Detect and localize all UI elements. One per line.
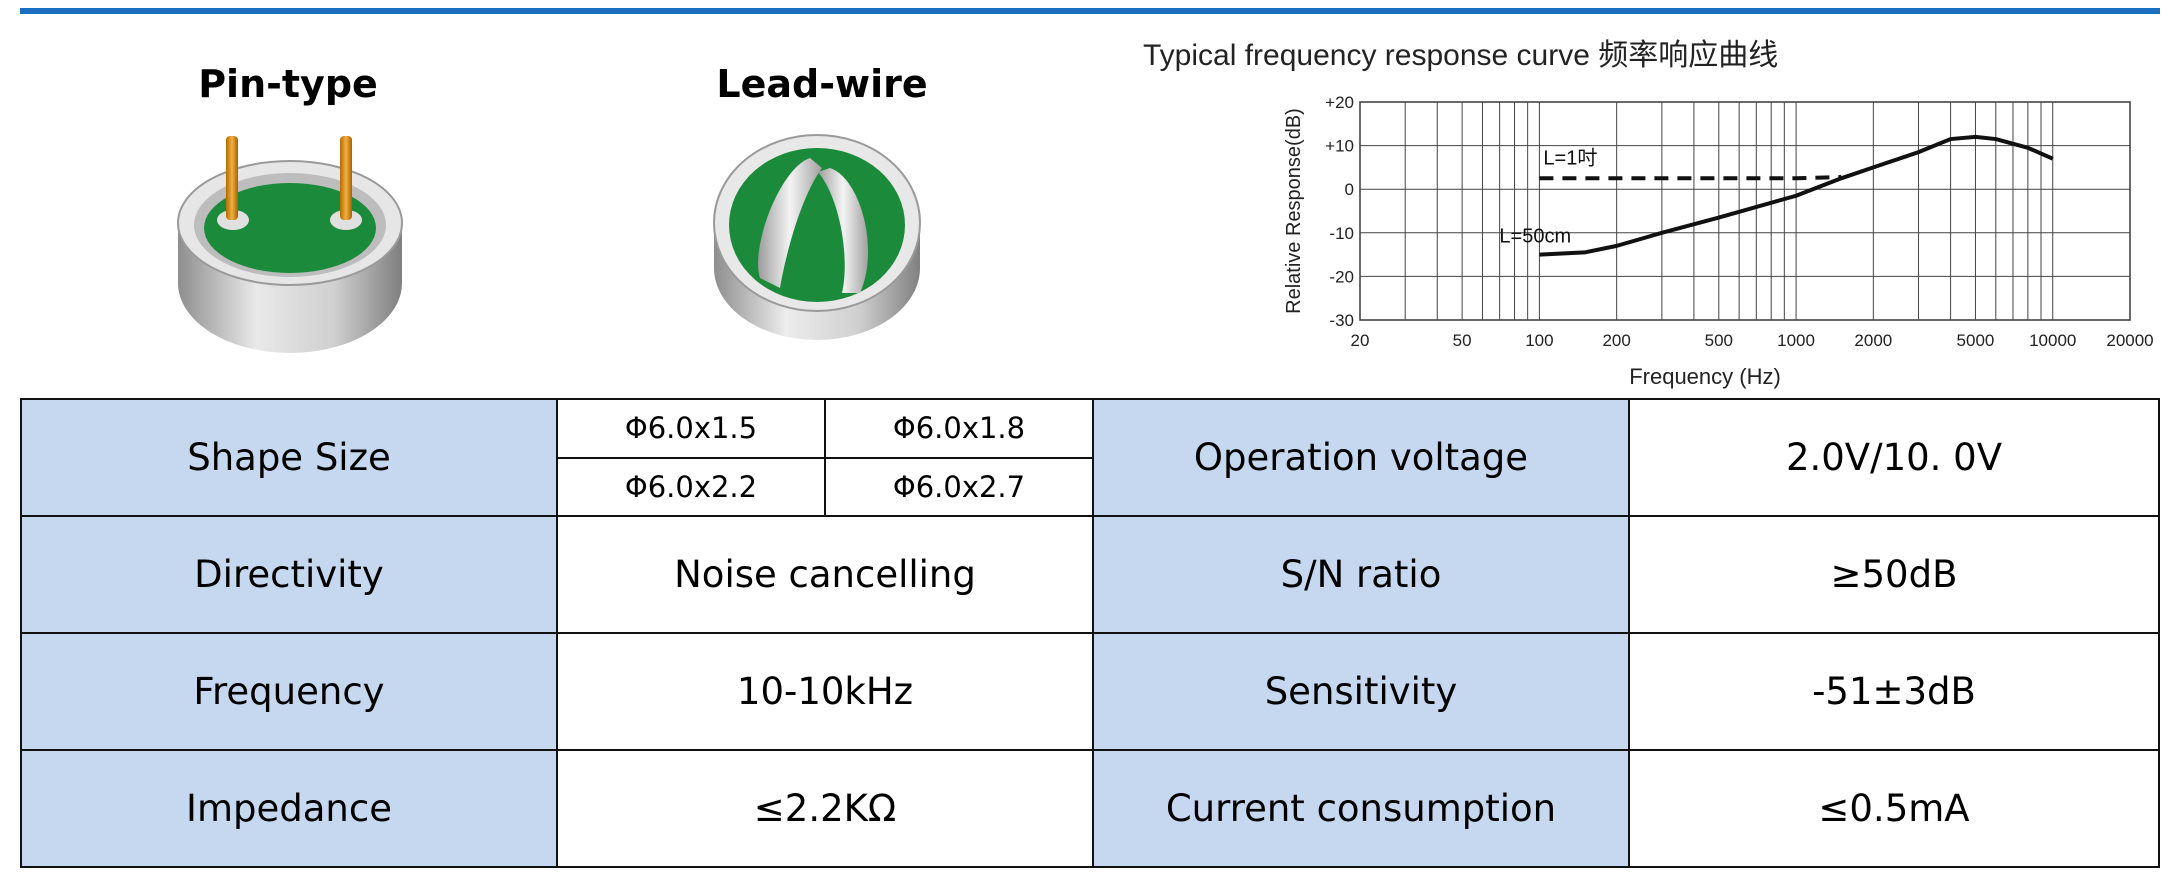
frequency-response-chart: 20 50 100 200 500 1000 2000 5000 10000 20000 +20 +1… [1283, 93, 2154, 389]
operation-voltage-value: 2.0V/10. 0V [1628, 398, 2160, 517]
impedance-value: ≤2.2KΩ [556, 749, 1094, 868]
x-tick-label: 200 [1602, 331, 1630, 350]
x-tick-label: 5000 [1957, 331, 1995, 350]
current-consumption-value: ≤0.5mA [1628, 749, 2160, 868]
chart-title: Typical frequency response curve 频率响应曲线 [1143, 39, 1779, 72]
sensitivity-label: Sensitivity [1092, 632, 1630, 751]
x-tick-label: 500 [1705, 331, 1733, 350]
size-option: Φ6.0x1.5 [556, 398, 826, 459]
pin-type-title: Pin-type [198, 62, 378, 106]
specification-table: Shape Size Φ6.0x1.5 Φ6.0x1.8 Operation v… [20, 398, 2160, 868]
x-tick-label: 50 [1453, 331, 1472, 350]
series-label: L=1吋 [1543, 146, 1597, 169]
sensitivity-value: -51±3dB [1628, 632, 2160, 751]
sn-ratio-value: ≥50dB [1628, 515, 2160, 634]
current-consumption-label: Current consumption [1092, 749, 1630, 868]
microphone-capsule-lead-icon [713, 134, 921, 340]
y-tick-label: +10 [1325, 137, 1354, 156]
y-tick-label: -10 [1329, 224, 1354, 243]
chart-series [1539, 134, 2054, 257]
series-l-1-inch-line [1539, 174, 1842, 181]
y-tick-label: 0 [1345, 180, 1354, 199]
y-axis-label: Relative Response(dB) [1283, 108, 1305, 314]
x-tick-label: 2000 [1854, 331, 1892, 350]
x-tick-label: 20 [1351, 331, 1370, 350]
impedance-label: Impedance [20, 749, 558, 868]
sn-ratio-label: S/N ratio [1092, 515, 1630, 634]
size-option: Φ6.0x1.8 [824, 398, 1094, 459]
directivity-value: Noise cancelling [556, 515, 1094, 634]
lead-wire-title: Lead-wire [716, 62, 928, 106]
y-tick-label: +20 [1325, 93, 1354, 112]
directivity-label: Directivity [20, 515, 558, 634]
x-axis-label: Frequency (Hz) [1629, 364, 1781, 389]
frequency-label: Frequency [20, 632, 558, 751]
shape-size-label: Shape Size [20, 398, 558, 517]
x-tick-label: 10000 [2029, 331, 2076, 350]
chart-labels: 20 50 100 200 500 1000 2000 5000 10000 20000 +20 +1… [1283, 93, 2154, 389]
top-accent-bar [20, 8, 2160, 14]
size-option: Φ6.0x2.7 [824, 456, 1094, 517]
frequency-value: 10-10kHz [556, 632, 1094, 751]
series-label: L=50cm [1499, 226, 1571, 248]
x-tick-label: 1000 [1777, 331, 1815, 350]
x-tick-label: 20000 [2106, 331, 2153, 350]
x-tick-label: 100 [1525, 331, 1553, 350]
series-l-50cm-line [1539, 134, 2054, 257]
operation-voltage-label: Operation voltage [1092, 398, 1630, 517]
y-tick-label: -20 [1329, 267, 1354, 286]
y-tick-label: -30 [1329, 311, 1354, 330]
size-option: Φ6.0x2.2 [556, 456, 826, 517]
microphone-capsule-pin-icon [177, 136, 403, 353]
